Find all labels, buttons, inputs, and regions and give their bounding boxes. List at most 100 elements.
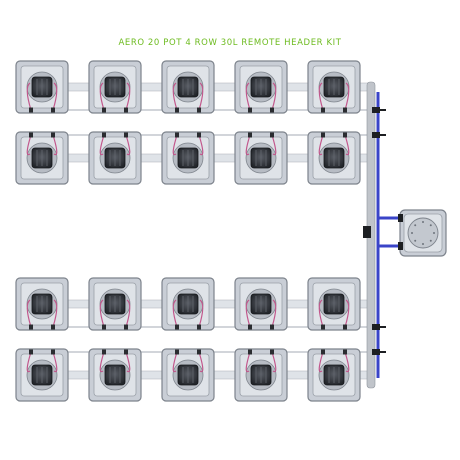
tube-clip: [343, 349, 347, 355]
kit-title: AERO 20 POT 4 ROW 30L REMOTE HEADER KIT: [118, 38, 342, 48]
drip-tube: [245, 82, 251, 111]
tube-clip: [248, 324, 252, 330]
tube-clip: [197, 324, 201, 330]
drip-tube: [99, 299, 105, 328]
drip-tube: [344, 351, 350, 373]
manifold-icon: [363, 81, 402, 389]
tube-clip: [175, 349, 179, 355]
tube-clip: [102, 107, 106, 113]
tube-clip: [321, 324, 325, 330]
drip-tube: [271, 82, 277, 111]
tube-clip: [343, 132, 347, 138]
drip-tube: [125, 299, 131, 328]
tube-clip: [175, 132, 179, 138]
tank-bolt: [414, 224, 417, 227]
tank-inlet: [398, 214, 403, 222]
pot-icon: [88, 60, 142, 114]
drip-tube: [344, 82, 350, 111]
tube-clip: [124, 349, 128, 355]
pot-icon: [88, 277, 142, 331]
drip-tube: [271, 299, 277, 328]
drip-tube: [125, 82, 131, 111]
tube-clip: [197, 107, 201, 113]
pot-icon: [15, 277, 69, 331]
header-tank-icon: [398, 209, 447, 257]
drip-tube: [198, 82, 204, 111]
drip-tube: [245, 134, 251, 156]
pot-icon: [307, 348, 361, 402]
tube-clip: [248, 132, 252, 138]
tube-clip: [51, 349, 55, 355]
pot-icon: [234, 348, 288, 402]
pot-grid: [15, 60, 361, 402]
brown-pipes: [17, 82, 375, 380]
drip-tube: [99, 351, 105, 373]
tank-bolt: [411, 232, 413, 234]
tube-clip: [29, 107, 33, 113]
drip-tube: [318, 134, 324, 156]
drip-tube: [318, 299, 324, 328]
drip-tube: [271, 351, 277, 373]
tube-clip: [175, 324, 179, 330]
pot-icon: [234, 131, 288, 185]
tube-clip: [102, 132, 106, 138]
tube-clip: [321, 132, 325, 138]
pot-icon: [15, 348, 69, 402]
tank-bolt: [422, 243, 424, 245]
tube-clip: [248, 349, 252, 355]
tube-clip: [29, 132, 33, 138]
drip-tube: [198, 351, 204, 373]
valve: [363, 226, 371, 238]
drip-tube: [125, 351, 131, 373]
pot-icon: [234, 277, 288, 331]
tube-clip: [197, 132, 201, 138]
tube-clip: [29, 349, 33, 355]
tube-clip: [270, 132, 274, 138]
drip-tube: [198, 299, 204, 328]
pot-icon: [307, 277, 361, 331]
drip-tube: [172, 82, 178, 111]
tube-clip: [321, 107, 325, 113]
drip-tube: [172, 299, 178, 328]
drip-tube: [172, 134, 178, 156]
drip-tube: [344, 299, 350, 328]
tank-outlet: [398, 242, 403, 250]
drip-tube: [172, 351, 178, 373]
drip-tube: [245, 299, 251, 328]
pot-icon: [234, 60, 288, 114]
drip-tube: [26, 351, 32, 373]
tube-clip: [124, 132, 128, 138]
drip-tube: [198, 134, 204, 156]
pot-icon: [161, 131, 215, 185]
tank-bolt: [433, 232, 435, 234]
pot-icon: [161, 60, 215, 114]
pot-icon: [88, 131, 142, 185]
tube-clip: [102, 324, 106, 330]
tube-clip: [124, 107, 128, 113]
drip-tube: [52, 82, 58, 111]
drip-tube: [245, 351, 251, 373]
drip-tube: [99, 82, 105, 111]
drip-tube: [26, 134, 32, 156]
tube-clip: [51, 324, 55, 330]
pot-icon: [307, 131, 361, 185]
tube-clip: [29, 324, 33, 330]
drip-tube: [125, 134, 131, 156]
pot-icon: [15, 60, 69, 114]
tank-bolt: [429, 239, 432, 242]
tube-clip: [102, 349, 106, 355]
tube-clip: [175, 107, 179, 113]
drip-tube: [26, 82, 32, 111]
tube-clip: [124, 324, 128, 330]
pot-icon: [307, 60, 361, 114]
drip-tube: [99, 134, 105, 156]
drip-tube: [52, 351, 58, 373]
tube-clip: [51, 107, 55, 113]
tube-clip: [51, 132, 55, 138]
drip-tube: [344, 134, 350, 156]
tube-clip: [343, 324, 347, 330]
drip-tube: [26, 299, 32, 328]
drip-tube: [318, 82, 324, 111]
tube-clip: [197, 349, 201, 355]
